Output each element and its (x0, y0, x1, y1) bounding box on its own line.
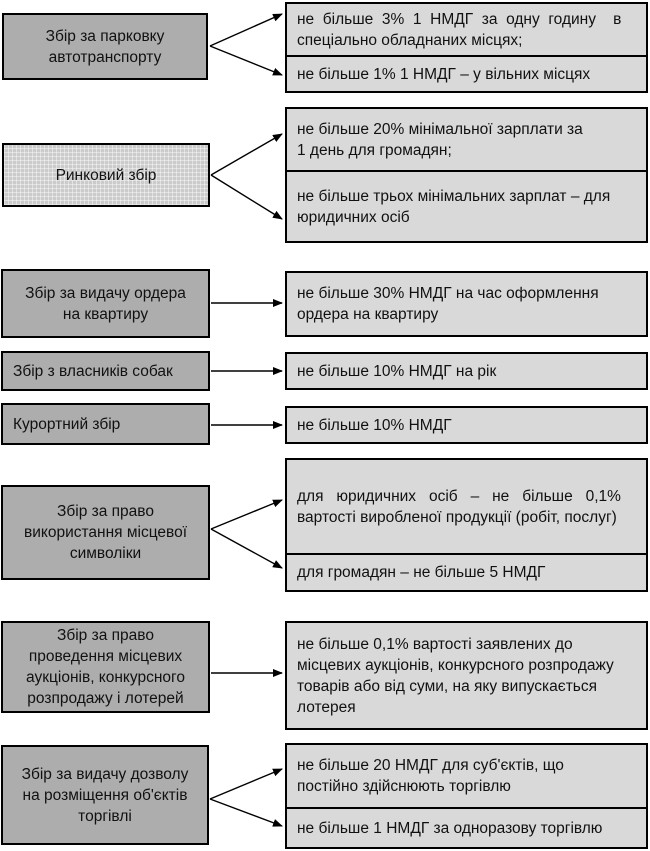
rate-group-resort: не більше 10% НМДГ (285, 406, 648, 444)
fee-box-apartment-order: Збір за видачу ордера на квартиру (1, 269, 210, 338)
rate-box-apartment-order: не більше 30% НМДГ на час оформлення орд… (287, 273, 646, 335)
fee-box-apartment-order-label: Збір за видачу ордера на квартиру (25, 284, 186, 323)
fee-box-local-symbols-label: Збір за право використання місцевої симв… (23, 503, 188, 562)
fee-box-auctions: Збір за право проведення місцевих аукціо… (1, 621, 210, 713)
rate-box-auctions: не більше 0,1% вартості заявлених до міс… (287, 623, 646, 728)
rate-box-symbols-legal-text: для юридичних осіб – не більше 0,1% варт… (297, 487, 621, 526)
rate-box-parking-free-text: не більше 1% 1 НМДГ – у вільних місцях (297, 65, 591, 83)
rate-box-market-citizens: не більше 20% мінімальної зарплати за 1 … (287, 109, 646, 170)
rate-group-market: не більше 20% мінімальної зарплати за 1 … (285, 107, 648, 243)
fee-box-trade-permit: Збір за видачу дозволу на розміщення об'… (1, 745, 209, 845)
rate-box-apartment-order-text: не більше 30% НМДГ на час оформлення орд… (297, 285, 599, 323)
rate-box-dog-owners: не більше 10% НМДГ на рік (287, 354, 646, 388)
rate-box-dog-owners-text: не більше 10% НМДГ на рік (297, 362, 497, 380)
fee-box-parking-label: Збір за парковку автотранспорту (45, 27, 165, 66)
rate-group-auctions: не більше 0,1% вартості заявлених до міс… (285, 621, 648, 730)
fee-box-parking: Збір за парковку автотранспорту (2, 13, 208, 80)
fee-box-market-label: Ринковий збір (55, 166, 157, 184)
rate-box-parking-equipped: не більше 3% 1 НМДГ за одну годину в спе… (287, 4, 646, 55)
fee-box-resort: Курортний збір (1, 403, 210, 445)
rate-group-dog-owners: не більше 10% НМДГ на рік (285, 352, 648, 390)
fee-box-auctions-label: Збір за право проведення місцевих аукціо… (26, 627, 185, 707)
rate-box-trade-permanent: не більше 20 НМДГ для суб'єктів, що пост… (287, 745, 646, 807)
rate-box-parking-free: не більше 1% 1 НМДГ – у вільних місцях (287, 55, 646, 91)
rate-box-trade-onetime: не більше 1 НМДГ за одноразову торгівлю (287, 807, 646, 847)
fee-box-dog-owners: Збір з власників собак (1, 351, 210, 391)
fee-box-trade-permit-label: Збір за видачу дозволу на розміщення об'… (21, 765, 189, 825)
rate-box-parking-equipped-text: не більше 3% 1 НМДГ за одну годину в спе… (297, 10, 622, 49)
rate-box-symbols-legal: для юридичних осіб – не більше 0,1% варт… (287, 460, 646, 553)
rate-group-trade-permit: не більше 20 НМДГ для суб'єктів, що пост… (285, 743, 648, 849)
fee-box-market: Ринковий збір (2, 143, 210, 207)
rate-group-apartment-order: не більше 30% НМДГ на час оформлення орд… (285, 271, 648, 337)
rate-box-market-legal-text: не більше трьох мінімальних зарплат – дл… (297, 187, 611, 226)
rate-box-symbols-citizens-text: для громадян – не більше 5 НМДГ (297, 564, 546, 581)
rate-group-local-symbols: для юридичних осіб – не більше 0,1% варт… (285, 458, 648, 592)
rate-box-auctions-text: не більше 0,1% вартості заявлених до міс… (297, 635, 614, 716)
rate-box-resort-text: не більше 10% НМДГ (297, 416, 452, 434)
rate-box-trade-onetime-text: не більше 1 НМДГ за одноразову торгівлю (297, 819, 603, 837)
fee-box-dog-owners-label: Збір з власників собак (13, 362, 173, 380)
rate-box-market-legal: не більше трьох мінімальних зарплат – дл… (287, 170, 646, 241)
fee-box-resort-label: Курортний збір (13, 415, 121, 433)
fee-box-local-symbols: Збір за право використання місцевої симв… (1, 485, 210, 580)
rate-box-resort: не більше 10% НМДГ (287, 408, 646, 442)
rate-box-trade-permanent-text: не більше 20 НМДГ для суб'єктів, що пост… (297, 757, 564, 795)
rate-box-market-citizens-text: не більше 20% мінімальної зарплати за 1 … (297, 120, 583, 159)
rate-group-parking: не більше 3% 1 НМДГ за одну годину в спе… (285, 2, 648, 93)
rate-box-symbols-citizens: для громадян – не більше 5 НМДГ (287, 553, 646, 590)
